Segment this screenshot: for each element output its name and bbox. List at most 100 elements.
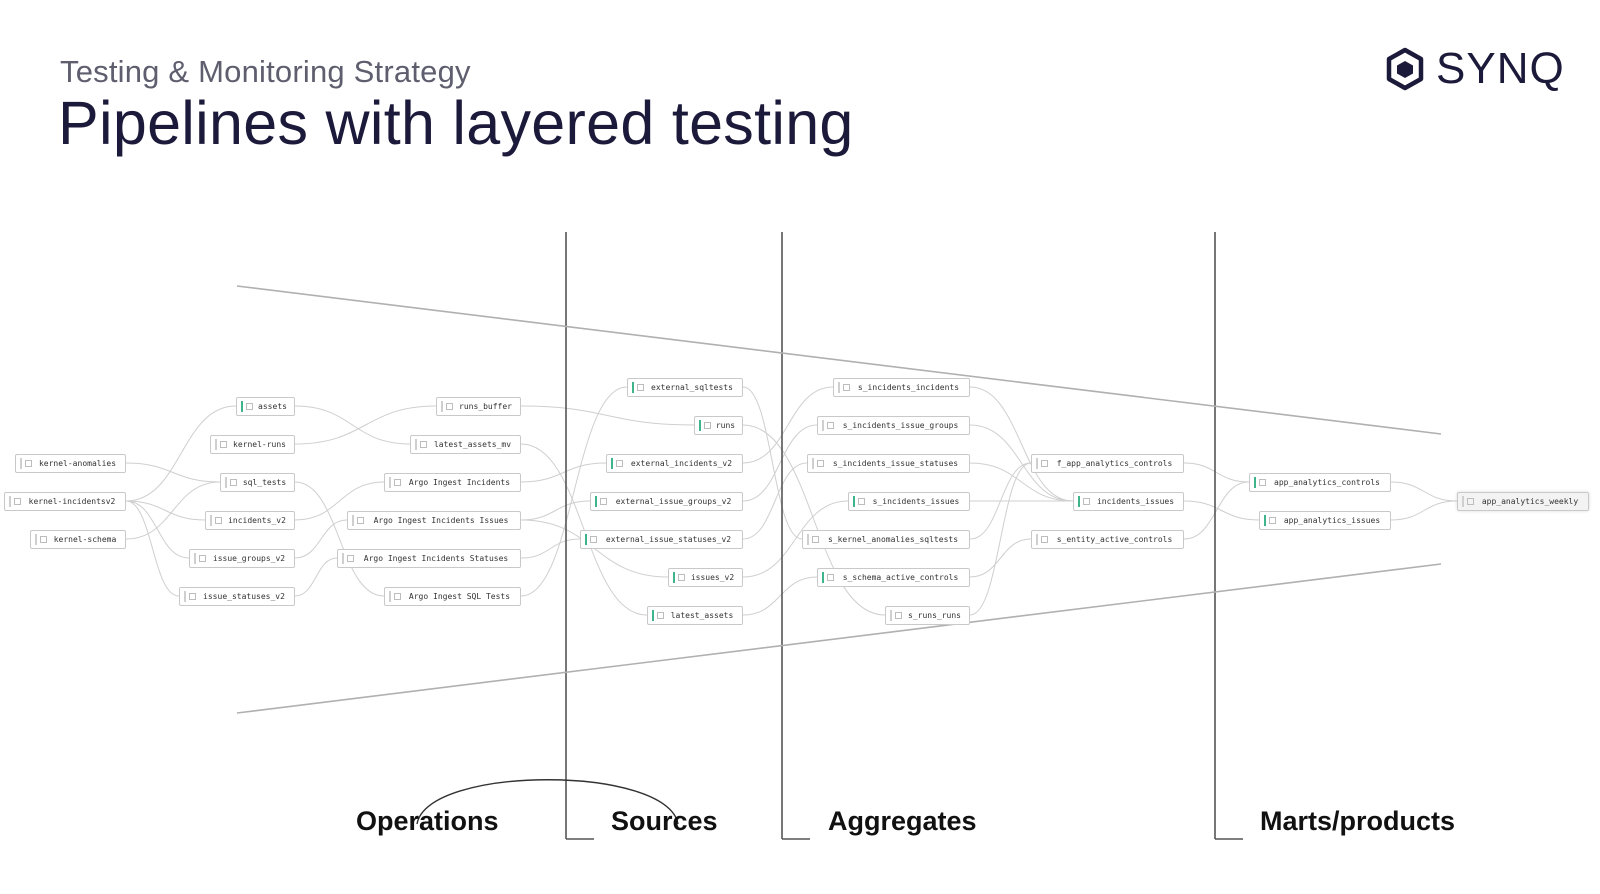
table-icon	[394, 478, 401, 486]
table-icon	[25, 459, 32, 467]
table-icon	[812, 535, 819, 543]
node-external-issue-groups-v2[interactable]: external_issue_groups_v2	[590, 491, 743, 511]
status-bar	[441, 400, 443, 412]
edge-assets-to-latest_assets_mv	[294, 405, 411, 445]
node-s-schema-active-controls[interactable]: s_schema_active_controls	[817, 567, 970, 587]
table-icon	[827, 573, 834, 581]
edge-kernel_incidentsv2-to-issue_statuses_v2	[125, 500, 180, 597]
node-argo-ingest-incidents-issues[interactable]: Argo Ingest Incidents Issues	[347, 510, 521, 530]
edge-kernel_anomalies-to-sql_tests	[125, 462, 221, 483]
node-assets[interactable]: assets	[236, 396, 295, 416]
node-runs-buffer[interactable]: runs_buffer	[436, 396, 521, 416]
node-label: issue_statuses_v2	[203, 591, 285, 601]
table-icon	[357, 516, 364, 524]
status-bar	[890, 609, 892, 621]
status-bar	[807, 533, 809, 545]
table-icon	[678, 573, 685, 581]
node-label: issues_v2	[690, 572, 735, 582]
node-label: sql_tests	[242, 477, 287, 487]
node-issue-groups-v2[interactable]: issue_groups_v2	[189, 548, 295, 568]
node-label: Argo Ingest SQL Tests	[408, 591, 511, 601]
node-latest-assets-mv[interactable]: latest_assets_mv	[410, 434, 521, 454]
node-kernel-schema[interactable]: kernel-schema	[30, 529, 126, 549]
table-icon	[1269, 516, 1276, 524]
status-bar	[9, 495, 11, 507]
node-latest-assets[interactable]: latest_assets	[647, 605, 743, 625]
status-bar	[1254, 476, 1256, 488]
node-argo-ingest-sql-tests[interactable]: Argo Ingest SQL Tests	[384, 586, 521, 606]
node-external-issue-statuses-v2[interactable]: external_issue_statuses_v2	[580, 529, 743, 549]
status-bar	[210, 514, 212, 526]
node-s-incidents-issues[interactable]: s_incidents_issues	[848, 491, 970, 511]
node-app-analytics-weekly[interactable]: app_analytics_weekly	[1457, 491, 1589, 511]
node-s-runs-runs[interactable]: s_runs_runs	[885, 605, 970, 625]
edge-s_incidents_incidents-to-incidents_issues	[969, 386, 1074, 502]
layer-dividers	[565, 232, 1243, 840]
edge-kernel_incidentsv2-to-incidents_v2	[125, 500, 206, 521]
node-runs[interactable]: runs	[694, 415, 743, 435]
edge-issues_v2-to-s_incidents_issues	[742, 500, 849, 578]
table-icon	[420, 440, 427, 448]
node-issues-v2[interactable]: issues_v2	[668, 567, 743, 587]
edge-latest_assets-to-s_schema_active_controls	[742, 576, 818, 616]
edge-issue_statuses_v2-to-argo_ingest_incidents_statuses	[294, 557, 338, 597]
node-kernel-runs[interactable]: kernel-runs	[210, 434, 295, 454]
status-bar	[812, 457, 814, 469]
edges-layer	[125, 386, 1458, 616]
edge-argo_ingest_incidents_statuses-to-external_issue_statuses_v2	[520, 538, 581, 559]
node-app-analytics-issues[interactable]: app_analytics_issues	[1259, 510, 1391, 530]
node-incidents-v2[interactable]: incidents_v2	[205, 510, 295, 530]
slide-subtitle: Testing & Monitoring Strategy	[60, 54, 471, 89]
edge-kernel_incidentsv2-to-assets	[125, 405, 237, 502]
edge-external_incidents_v2-to-s_incidents_incidents	[742, 386, 834, 464]
edge-kernel_runs-to-runs_buffer	[294, 405, 437, 445]
node-kernel-incidentsv2[interactable]: kernel-incidentsv2	[4, 491, 126, 511]
synq-logo: SYNQ	[1386, 44, 1565, 94]
edge-argo_ingest_incidents_issues-to-issues_v2	[520, 519, 669, 578]
table-icon	[637, 383, 644, 391]
node-label: issue_groups_v2	[212, 553, 286, 563]
node-label: f_app_analytics_controls	[1056, 458, 1173, 468]
node-f-app-analytics-controls[interactable]: f_app_analytics_controls	[1031, 453, 1184, 473]
node-label: s_entity_active_controls	[1056, 534, 1173, 544]
status-bar	[595, 495, 597, 507]
node-external-incidents-v2[interactable]: external_incidents_v2	[606, 453, 743, 473]
table-icon	[704, 421, 711, 429]
status-bar	[342, 552, 344, 564]
layer-label-sources: Sources	[611, 806, 718, 836]
node-argo-ingest-incidents-statuses[interactable]: Argo Ingest Incidents Statuses	[337, 548, 521, 568]
edge-runs_buffer-to-runs	[520, 405, 695, 426]
edge-external_issue_statuses_v2-to-s_incidents_issue_statuses	[742, 462, 808, 540]
node-s-incidents-incidents[interactable]: s_incidents_incidents	[833, 377, 970, 397]
edge-argo_ingest_incidents-to-external_incidents_v2	[520, 462, 607, 483]
node-s-incidents-issue-statuses[interactable]: s_incidents_issue_statuses	[807, 453, 970, 473]
edge-sql_tests-to-argo_ingest_sql_tests	[294, 481, 385, 597]
node-kernel-anomalies[interactable]: kernel-anomalies	[15, 453, 126, 473]
node-label: s_incidents_incidents	[857, 382, 960, 392]
table-icon	[895, 611, 902, 619]
table-icon	[590, 535, 597, 543]
status-bar	[822, 571, 824, 583]
edge-external_sqltests-to-s_kernel_anomalies_sqltests	[742, 386, 803, 540]
node-label: app_analytics_controls	[1274, 477, 1380, 487]
table-icon	[1041, 459, 1048, 467]
node-argo-ingest-incidents[interactable]: Argo Ingest Incidents	[384, 472, 521, 492]
node-s-entity-active-controls[interactable]: s_entity_active_controls	[1031, 529, 1184, 549]
node-s-kernel-anomalies-sqltests[interactable]: s_kernel_anomalies_sqltests	[802, 529, 970, 549]
status-bar	[389, 476, 391, 488]
edge-external_issue_groups_v2-to-s_incidents_issue_groups	[742, 424, 818, 502]
table-icon	[1467, 497, 1474, 505]
status-bar	[225, 476, 227, 488]
status-bar	[1264, 514, 1266, 526]
node-issue-statuses-v2[interactable]: issue_statuses_v2	[179, 586, 295, 606]
node-sql-tests[interactable]: sql_tests	[220, 472, 295, 492]
node-incidents-issues[interactable]: incidents_issues	[1073, 491, 1184, 511]
node-external-sqltests[interactable]: external_sqltests	[627, 377, 743, 397]
edge-s_schema_active_controls-to-s_entity_active_controls	[969, 538, 1032, 578]
node-s-incidents-issue-groups[interactable]: s_incidents_issue_groups	[817, 415, 970, 435]
status-bar	[415, 438, 417, 450]
edge-kernel_schema-to-sql_tests	[125, 481, 221, 540]
status-bar	[673, 571, 675, 583]
node-app-analytics-controls[interactable]: app_analytics_controls	[1249, 472, 1391, 492]
status-bar	[652, 609, 654, 621]
